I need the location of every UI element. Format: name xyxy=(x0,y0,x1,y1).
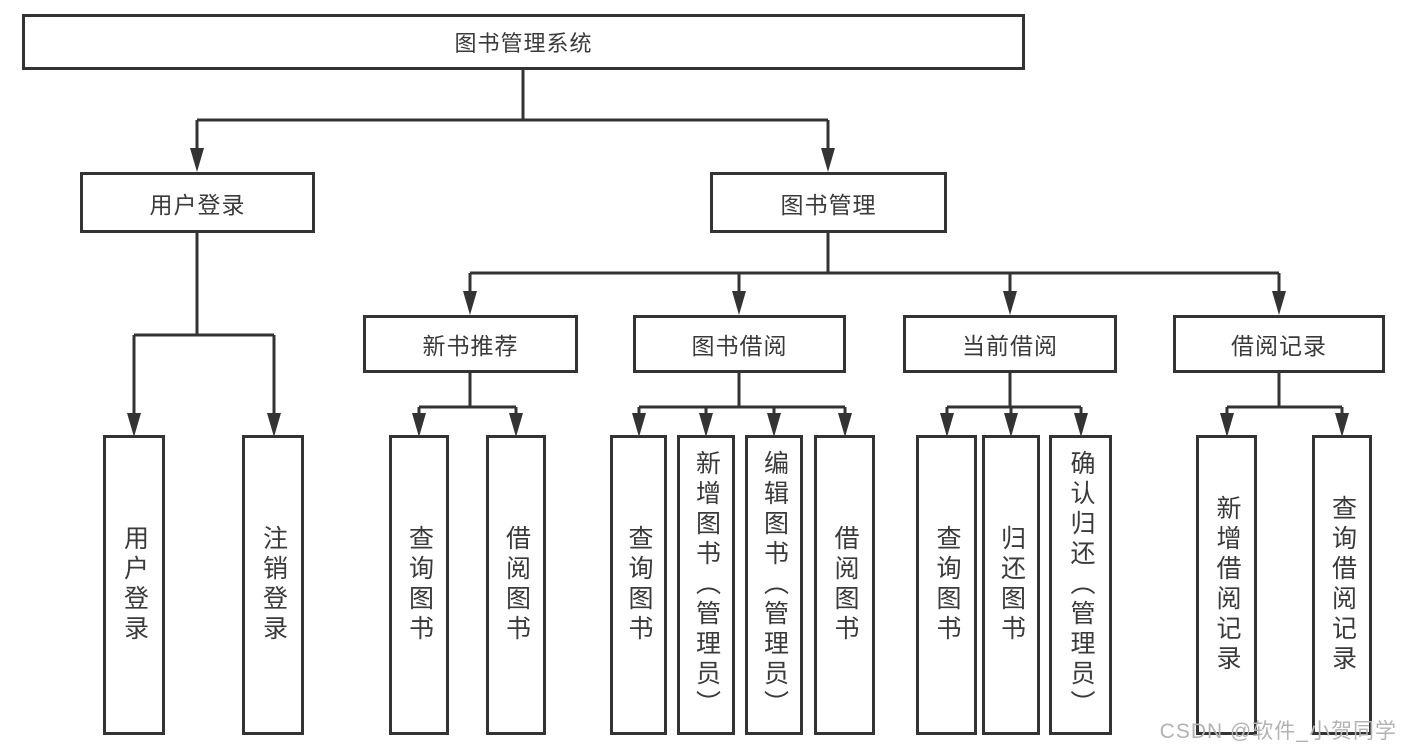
leaf-borrow-books: 借阅图书 xyxy=(814,435,875,735)
leaf-query-books-recommend: 查询图书 xyxy=(389,435,449,735)
leaf-return-books: 归还图书 xyxy=(982,435,1040,735)
leaf-add-borrow-record: 新增借阅记录 xyxy=(1196,435,1257,735)
node-root-library-system: 图书管理系统 xyxy=(22,14,1025,70)
node-borrowing-records: 借阅记录 xyxy=(1173,315,1385,373)
csdn-watermark: CSDN @软件_小贺同学 xyxy=(1159,720,1397,743)
leaf-query-books-borrowing: 查询图书 xyxy=(610,435,667,735)
leaf-query-borrow-record: 查询借阅记录 xyxy=(1312,435,1372,735)
node-user-login: 用户登录 xyxy=(80,172,315,233)
leaf-user-login: 用户登录 xyxy=(103,435,165,735)
leaf-logout: 注销登录 xyxy=(242,435,304,735)
leaf-add-books-admin: 新增图书（管理员） xyxy=(677,435,735,735)
node-book-borrowing: 图书借阅 xyxy=(633,315,846,373)
leaf-borrow-books-recommend: 借阅图书 xyxy=(486,435,546,735)
node-new-book-recommend: 新书推荐 xyxy=(363,315,578,373)
node-book-management: 图书管理 xyxy=(710,172,947,233)
leaf-query-books-current: 查询图书 xyxy=(916,435,977,735)
node-current-borrowing: 当前借阅 xyxy=(903,315,1117,373)
leaf-edit-books-admin: 编辑图书（管理员） xyxy=(745,435,803,735)
leaf-confirm-return-admin: 确认归还（管理员） xyxy=(1049,435,1112,735)
